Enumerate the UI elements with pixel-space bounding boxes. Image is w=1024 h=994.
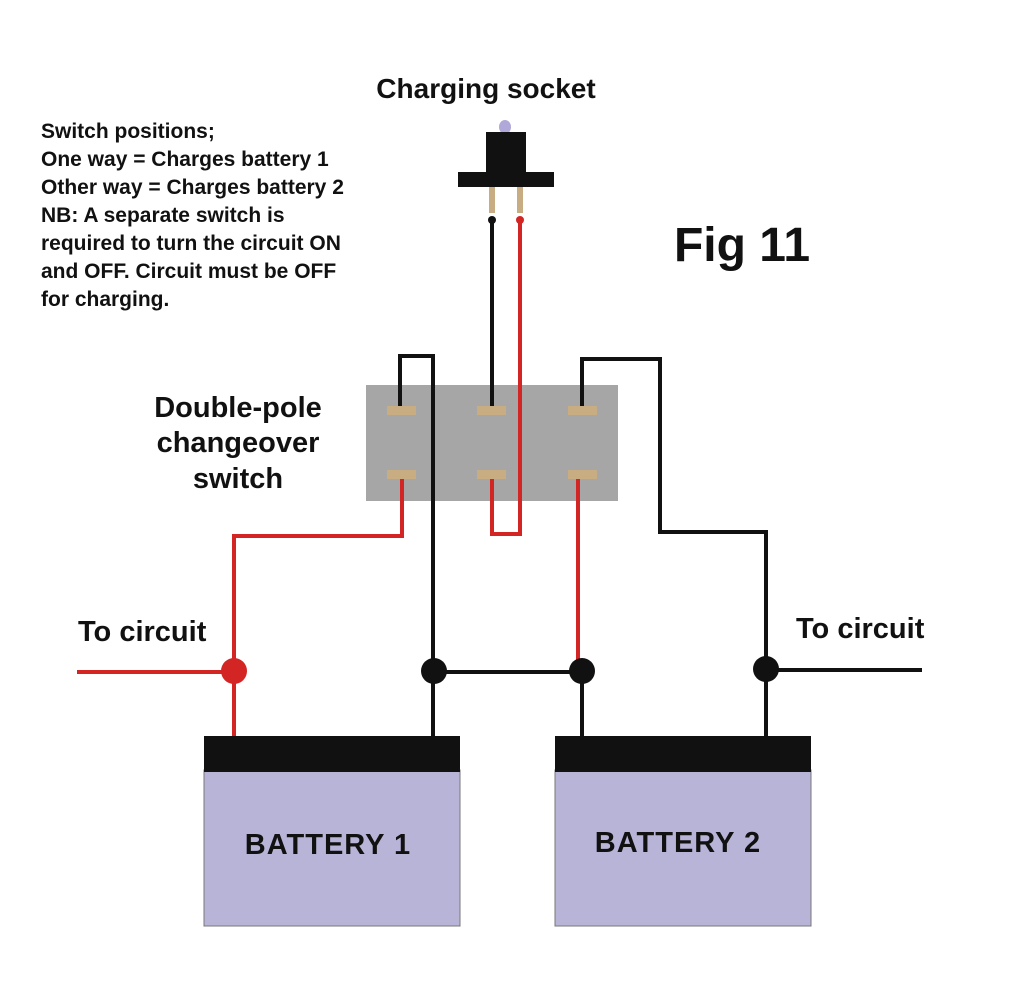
- socket-positive-wire: [490, 220, 522, 536]
- socket-tip: [499, 120, 511, 134]
- switch-terminal: [477, 470, 506, 479]
- note-line: NB: A separate switch is: [41, 204, 285, 227]
- charging-socket: [458, 120, 554, 224]
- switch-label-line: switch: [193, 463, 283, 495]
- socket-pin-tip: [488, 216, 496, 224]
- junctions: [221, 656, 779, 684]
- note-line: required to turn the circuit ON: [41, 232, 341, 255]
- socket-pin: [517, 187, 523, 213]
- junction-dot: [421, 658, 447, 684]
- switch-terminal: [477, 406, 506, 415]
- switch-label-line: Double-pole: [154, 392, 322, 424]
- socket-pin: [489, 187, 495, 213]
- junction-dot: [221, 658, 247, 684]
- note-line: One way = Charges battery 1: [41, 148, 329, 171]
- socket-pin-tip: [516, 216, 524, 224]
- wires: [77, 220, 922, 738]
- switch-positions-note: Switch positions; One way = Charges batt…: [41, 120, 344, 311]
- battery-1-top: [204, 736, 460, 772]
- to-circuit-left-label: To circuit: [78, 616, 207, 648]
- figure-label: Fig 11: [674, 219, 810, 272]
- charging-socket-label: Charging socket: [376, 73, 595, 104]
- switch-to-battery1-negative-wire: [398, 354, 435, 738]
- note-line: for charging.: [41, 288, 169, 311]
- switch-terminal: [568, 470, 597, 479]
- switch-to-battery2-negative-wire: [580, 357, 768, 738]
- battery-2-label: BATTERY 2: [595, 827, 761, 859]
- switch-to-battery1-positive-wire: [232, 474, 404, 738]
- to-circuit-right-label: To circuit: [796, 613, 925, 645]
- junction-dot: [569, 658, 595, 684]
- note-line: Switch positions;: [41, 120, 215, 143]
- switch-terminal: [568, 406, 597, 415]
- switch-label: Double-pole changeover switch: [154, 392, 322, 495]
- switch-terminal: [387, 406, 416, 415]
- switch-terminal: [387, 470, 416, 479]
- switch-terminals: [387, 406, 597, 479]
- battery-2-top: [555, 736, 811, 772]
- battery-1-body: [203, 769, 461, 927]
- battery-1-label: BATTERY 1: [245, 829, 411, 861]
- battery-1: BATTERY 1: [203, 736, 461, 927]
- socket-flange: [458, 172, 554, 187]
- note-line: Other way = Charges battery 2: [41, 176, 344, 199]
- switch-label-line: changeover: [157, 427, 320, 459]
- socket-body: [486, 132, 526, 174]
- battery-2-body: [554, 769, 812, 927]
- junction-dot: [753, 656, 779, 682]
- battery-2: BATTERY 2: [554, 736, 812, 927]
- note-line: and OFF. Circuit must be OFF: [41, 260, 336, 283]
